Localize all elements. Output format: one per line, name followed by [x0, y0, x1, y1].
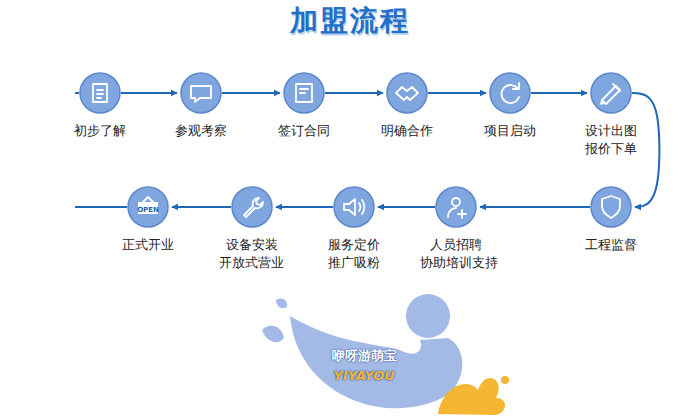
step-node: 服务定价 推广吸粉: [304, 186, 404, 272]
step-icon: [180, 72, 222, 114]
step-node: 明确合作: [357, 72, 457, 140]
step-node: 人员招聘 协助培训支持: [406, 186, 506, 272]
icon-disc: [128, 187, 168, 227]
icon-glyph: [602, 196, 620, 218]
logo-drop: [276, 298, 287, 308]
step-node: 设计出图 报价下单: [561, 72, 661, 158]
flow-arrow: [480, 206, 590, 208]
flow-arrow: [222, 92, 280, 94]
icon-disc: [591, 73, 631, 113]
icon-disc: [181, 73, 221, 113]
icon-disc: [232, 187, 272, 227]
logo-splash-dot: [501, 376, 509, 384]
step-icon: [283, 72, 325, 114]
step-label: 人员招聘 协助培训支持: [420, 236, 493, 272]
flow-line: [75, 92, 79, 94]
step-node: 项目启动: [460, 72, 560, 140]
step-icon: [231, 186, 273, 228]
icon-glyph: [143, 197, 153, 202]
logo-splash: [438, 378, 505, 415]
brand-name: 咿呀游萌宝: [324, 348, 404, 364]
icon-glyph: [191, 86, 211, 102]
flow-arrow: [378, 206, 435, 208]
icon-glyph: [344, 199, 365, 215]
step-label: 设计出图 报价下单: [575, 122, 648, 158]
logo-drop: [262, 326, 284, 342]
flow-arrow: [121, 92, 177, 94]
flow-line: [75, 206, 127, 208]
icon-disc: [591, 187, 631, 227]
flow-arrow: [172, 206, 231, 208]
icon-glyph: [296, 84, 312, 102]
step-node: 初步了解: [50, 72, 150, 140]
step-icon: [435, 186, 477, 228]
flow-arrow: [276, 206, 333, 208]
step-label: 正式开业: [122, 236, 174, 254]
icon-glyph: [93, 84, 107, 102]
icon-glyph: [502, 83, 519, 103]
step-icon: [489, 72, 531, 114]
step-icon: [590, 72, 632, 114]
icon-disc: [284, 73, 324, 113]
step-icon: [590, 186, 632, 228]
icon-glyph: [448, 198, 466, 218]
step-node: 签订合同: [254, 72, 354, 140]
step-node: 工程监督: [561, 186, 661, 254]
step-node: 设备安装 开放式营业: [202, 186, 302, 272]
step-label: 项目启动: [484, 122, 536, 140]
step-label: 参观考察: [175, 122, 227, 140]
icon-glyph: [601, 84, 620, 104]
step-label: 初步了解: [74, 122, 126, 140]
flow-arrow: [325, 92, 383, 94]
step-label: 设备安装 开放式营业: [216, 236, 289, 272]
logo-head: [406, 294, 450, 338]
icon-disc: [80, 73, 120, 113]
step-node: 正式开业: [98, 186, 198, 254]
brand-latin: YIYAYOU: [324, 368, 404, 384]
step-icon: [386, 72, 428, 114]
icon-disc: [387, 73, 427, 113]
sign-text: OPEN: [134, 206, 162, 214]
step-node: 参观考察: [151, 72, 251, 140]
icon-glyph: [396, 87, 418, 100]
step-label: 服务定价 推广吸粉: [318, 236, 391, 272]
step-label: 工程监督: [585, 236, 637, 254]
step-label: 明确合作: [381, 122, 433, 140]
diagram-title: 加盟流程: [0, 2, 700, 40]
step-label: 签订合同: [278, 122, 330, 140]
step-icon: [333, 186, 375, 228]
step-icon: [79, 72, 121, 114]
icon-glyph: [244, 198, 263, 217]
flow-arrow: [428, 92, 486, 94]
flow-arrow: [531, 92, 587, 94]
icon-disc: [334, 187, 374, 227]
icon-disc: [436, 187, 476, 227]
icon-disc: [490, 73, 530, 113]
